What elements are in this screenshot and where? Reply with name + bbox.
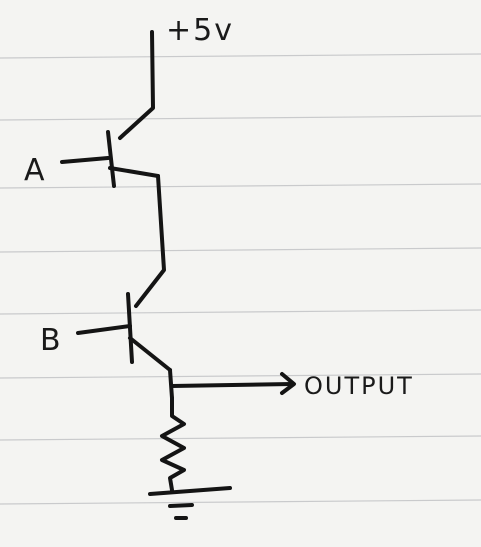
resistor <box>160 396 186 492</box>
output-label: OUTPUT <box>304 372 414 400</box>
input-b-label: B <box>40 323 63 358</box>
transistor-a <box>106 130 160 188</box>
output-arrowhead <box>280 372 296 395</box>
ground-symbol <box>148 486 232 520</box>
supply-wire <box>118 30 155 140</box>
ruled-lines <box>0 53 481 505</box>
emitter-wire <box>168 368 174 400</box>
supply-label: +5v <box>166 13 234 48</box>
input-a-label: A <box>24 153 47 188</box>
output-wire <box>170 382 294 388</box>
input-b-wire <box>76 324 132 335</box>
series-link-wire <box>134 174 166 308</box>
input-a-wire <box>60 156 110 164</box>
